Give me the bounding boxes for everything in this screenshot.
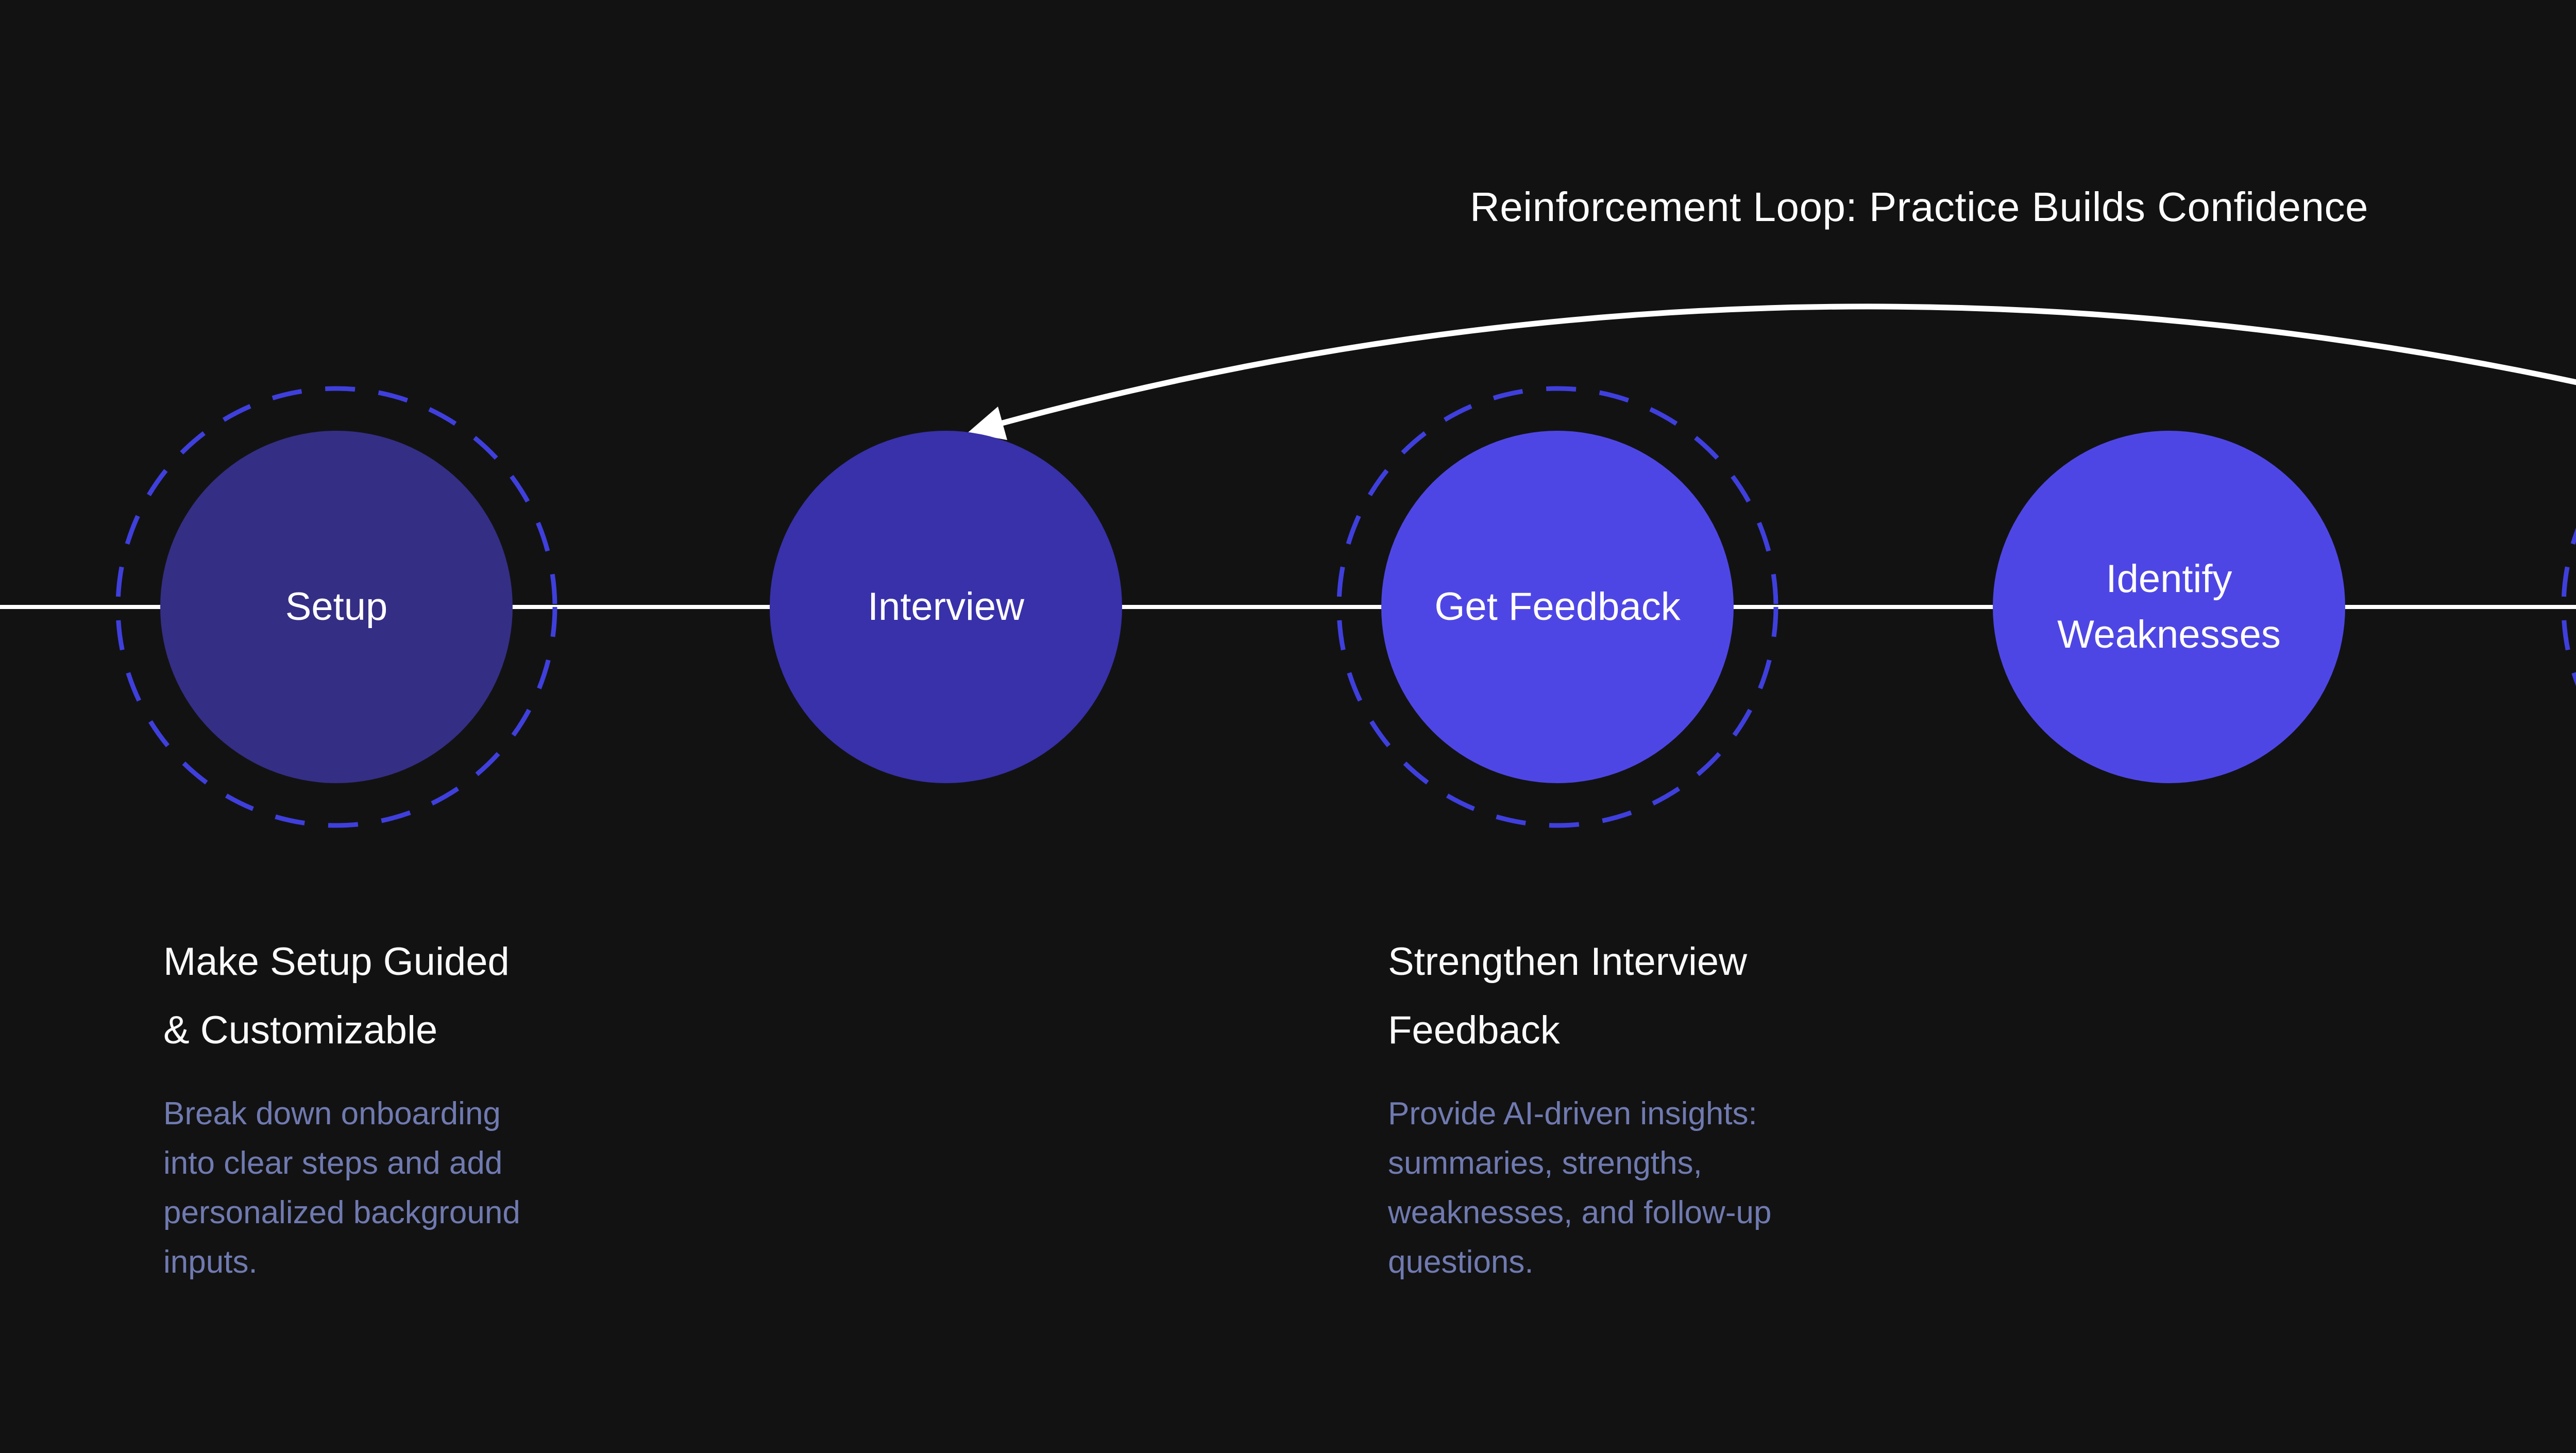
dashed-ring-get-feedback [1336,386,1778,828]
loop-arrowhead-icon [968,407,1007,440]
note-block-setup: Make Setup Guided & Customizable Break d… [163,927,756,1287]
loop-arc [999,303,2576,427]
step-label-identify-weaknesses: Identify Weaknesses [2057,557,2281,656]
step-circle-identify-weaknesses: Identify Weaknesses [1993,431,2345,783]
note-block-feedback: Strengthen Interview Feedback Provide AI… [1388,927,1980,1287]
note-body-feedback: Provide AI-driven insights: summaries, s… [1388,1096,1772,1280]
step-label-get-feedback: Get Feedback [1434,585,1681,629]
step-label-interview: Interview [867,585,1025,629]
dashed-ring-setup [115,386,557,828]
step-circle-setup: Setup [160,431,513,783]
note-body-setup: Break down onboarding into clear steps a… [163,1096,520,1280]
step-circle-get-feedback: Get Feedback [1381,431,1734,783]
note-heading-feedback: Strengthen Interview Feedback [1388,940,1748,1052]
step-label-setup: Setup [285,585,388,629]
step-circle-interview: Interview [770,431,1122,783]
note-heading-setup: Make Setup Guided & Customizable [163,940,510,1052]
loop-title: Reinforcement Loop: Practice Builds Conf… [1470,184,2368,230]
